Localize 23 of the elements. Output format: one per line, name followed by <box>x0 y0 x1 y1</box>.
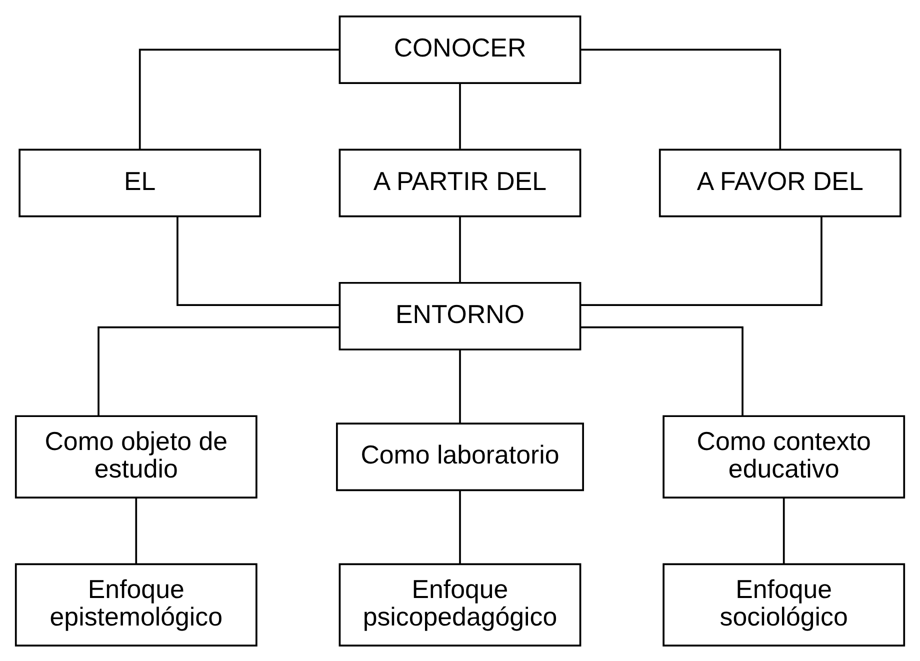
node-box: CONOCER <box>338 14 582 84</box>
connector <box>459 349 461 423</box>
connector <box>580 216 822 306</box>
connector <box>98 326 340 416</box>
node-box: Como contexto educativo <box>662 414 906 498</box>
node-box: Como laboratorio <box>336 422 584 491</box>
connector <box>135 498 138 564</box>
connector <box>176 216 340 306</box>
node-box: Enfoque epistemológico <box>14 562 258 646</box>
node-box: A FAVOR DEL <box>658 148 902 217</box>
node-box: Enfoque sociológico <box>662 562 906 646</box>
connector <box>459 490 461 564</box>
connector <box>581 48 782 149</box>
connector <box>459 82 461 148</box>
node-box: EL <box>18 148 262 217</box>
connector <box>459 216 461 282</box>
node-box: A PARTIR DEL <box>338 148 582 217</box>
connector <box>580 326 744 416</box>
connector <box>138 48 339 149</box>
node-box: Como objeto de estudio <box>14 414 258 498</box>
node-box: Enfoque psicopedagógico <box>338 562 582 646</box>
node-box: ENTORNO <box>338 281 582 350</box>
connector <box>782 498 785 564</box>
